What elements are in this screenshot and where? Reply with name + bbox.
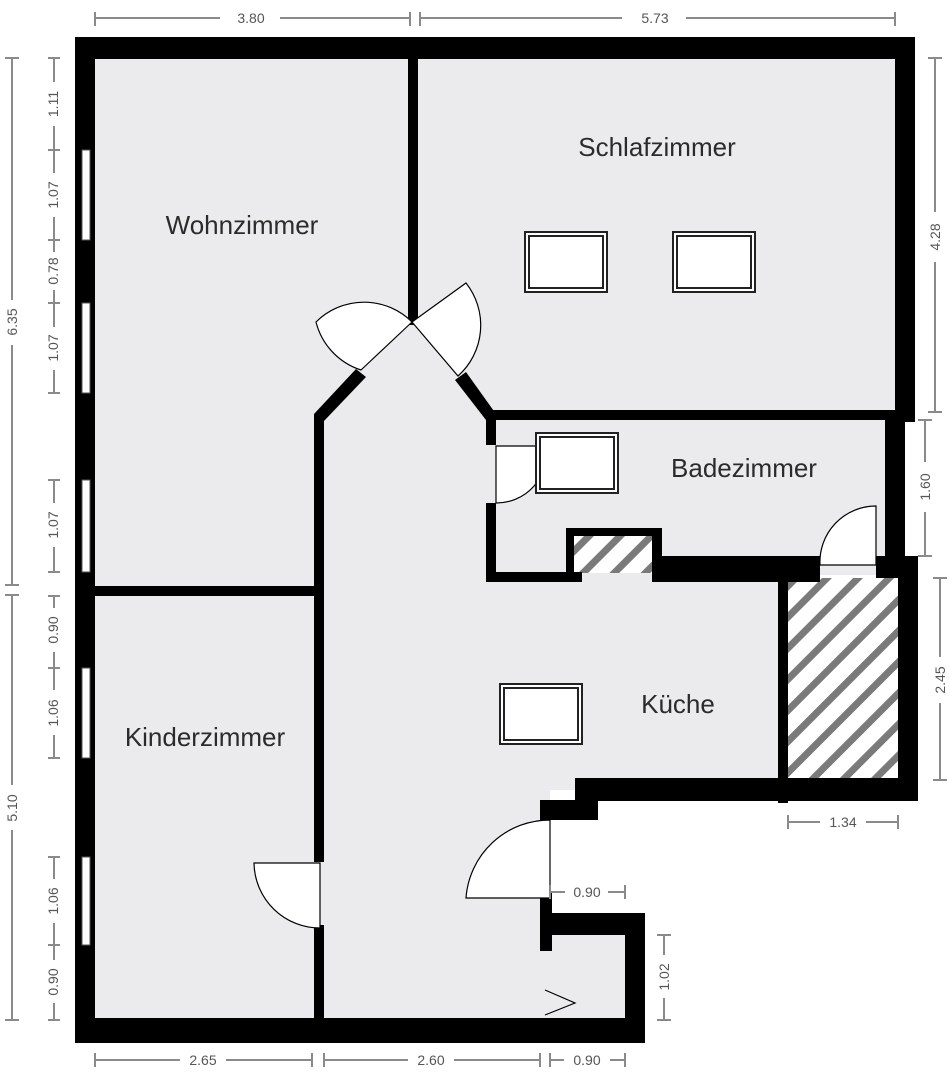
wall-bath-left-bottom	[486, 503, 496, 582]
dim-left-seg-4: 1.07	[45, 334, 61, 361]
window-4	[81, 667, 91, 759]
wall-diagonal-left	[314, 369, 366, 421]
skylight-2-inner	[676, 235, 752, 289]
door-storage	[819, 505, 877, 566]
dim-left-seg-3: 0.78	[45, 257, 61, 284]
wall-bath-bottom-right	[652, 556, 820, 582]
dim-left-lower-total: 5.10	[4, 794, 20, 821]
window-1	[81, 149, 91, 241]
windows	[81, 149, 91, 946]
skylight-1-inner	[528, 235, 604, 289]
floor-kitchen	[490, 575, 790, 790]
dim-top-right: 5.73	[641, 10, 668, 26]
dim-bottom-mid: 2.60	[417, 1052, 444, 1068]
wall-bedroom-bottom	[486, 410, 906, 420]
dim-left-lower-seg-1: 0.90	[45, 616, 61, 643]
floor-hall	[320, 330, 490, 1030]
window-5	[81, 856, 91, 946]
label-kinderzimmer: Kinderzimmer	[125, 722, 286, 752]
dim-left-lower-seg-4: 0.90	[45, 968, 61, 995]
label-badezimmer: Badezimmer	[671, 453, 817, 483]
dim-storage-bottom: 1.34	[829, 814, 856, 830]
dim-left-upper-total: 6.35	[4, 308, 20, 335]
wall-storage-right	[898, 556, 918, 801]
wall-entry-inner-top	[540, 913, 645, 935]
wall-entry-right	[625, 913, 645, 1043]
fixtures	[499, 231, 756, 745]
wall-shaft-left	[566, 528, 574, 582]
room-labels: Wohnzimmer Schlafzimmer Badezimmer Küche…	[125, 132, 817, 752]
dim-top-left: 3.80	[237, 10, 264, 26]
wall-diagonal-right	[455, 372, 496, 420]
window-2	[81, 302, 91, 394]
skylight-4-inner	[503, 687, 579, 741]
dim-right-bedroom: 4.28	[927, 223, 943, 250]
dim-bottom-left: 2.65	[189, 1052, 216, 1068]
label-wohnzimmer: Wohnzimmer	[166, 210, 319, 240]
door-small-bottom	[544, 989, 577, 1016]
wall-bath-bottom-left	[486, 572, 582, 582]
dim-left-seg-2: 1.07	[45, 181, 61, 208]
wall-kids-top	[90, 586, 320, 596]
door-schlafzimmer	[411, 282, 482, 377]
window-3	[81, 479, 91, 573]
label-schlafzimmer: Schlafzimmer	[578, 132, 736, 162]
dim-bottom-right: 0.90	[573, 1052, 600, 1068]
door-entry	[465, 819, 551, 899]
floor-left	[90, 415, 320, 1025]
wall-storage-left	[778, 578, 788, 803]
label-kueche: Küche	[641, 689, 715, 719]
wall-kitchen-bottom	[575, 778, 918, 801]
wall-entry-top	[540, 800, 578, 820]
dim-entry-top: 0.90	[573, 884, 600, 900]
wall-hall-left-lower	[314, 925, 324, 1035]
doors	[253, 282, 877, 1016]
wall-bottom	[75, 1018, 645, 1043]
shaft-hatch	[574, 536, 652, 573]
wall-bath-left-top	[486, 415, 496, 445]
door-wohnzimmer	[315, 301, 413, 371]
wall-shaft-top	[566, 528, 662, 536]
floor-areas	[90, 55, 910, 1030]
wall-top	[75, 37, 915, 59]
dimension-lines: 3.80 5.73 4.28 1.60 2.45 1.34	[4, 10, 948, 1068]
wall-shaft-right	[652, 528, 662, 582]
wall-middle-vertical	[408, 37, 418, 325]
wall-bath-right	[885, 415, 905, 560]
dim-left-seg-5: 1.07	[45, 511, 61, 538]
floor-upper	[90, 55, 910, 415]
storage-hatch	[788, 578, 900, 782]
dim-entry-side: 1.02	[656, 963, 672, 990]
dim-right-storage: 2.45	[932, 666, 948, 693]
dim-left-lower-seg-2: 1.06	[45, 699, 61, 726]
door-kinderzimmer	[253, 862, 321, 929]
dim-left-seg-1: 1.11	[45, 91, 61, 117]
skylight-3-inner	[539, 436, 615, 490]
floor-entry-right	[550, 925, 630, 1025]
wall-right-top	[895, 37, 915, 422]
wall-hall-left	[314, 414, 324, 862]
dim-left-lower-seg-3: 1.06	[45, 887, 61, 914]
dim-right-bath: 1.60	[917, 473, 933, 500]
